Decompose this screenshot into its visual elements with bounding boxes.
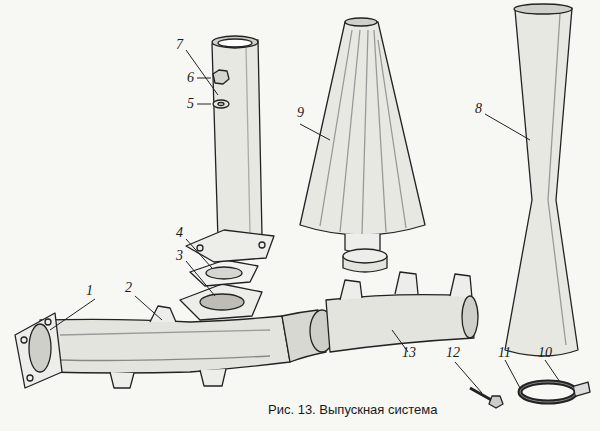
callout-number: 9 [297,106,304,120]
callout-number: 7 [176,38,183,52]
callout-number: 4 [176,226,183,240]
callout-number: 13 [402,346,416,360]
callout-number: 3 [176,249,183,263]
callout-number: 11 [498,346,511,360]
callout-number: 6 [187,71,194,85]
figure-caption: Рис. 13. Выпускная система [268,402,437,417]
callout-number: 8 [475,102,482,116]
callout-number: 2 [125,281,132,295]
callout-number: 1 [86,284,93,298]
callout-number: 12 [446,346,460,360]
callout-number: 5 [187,97,194,111]
callout-number: 10 [538,346,552,360]
